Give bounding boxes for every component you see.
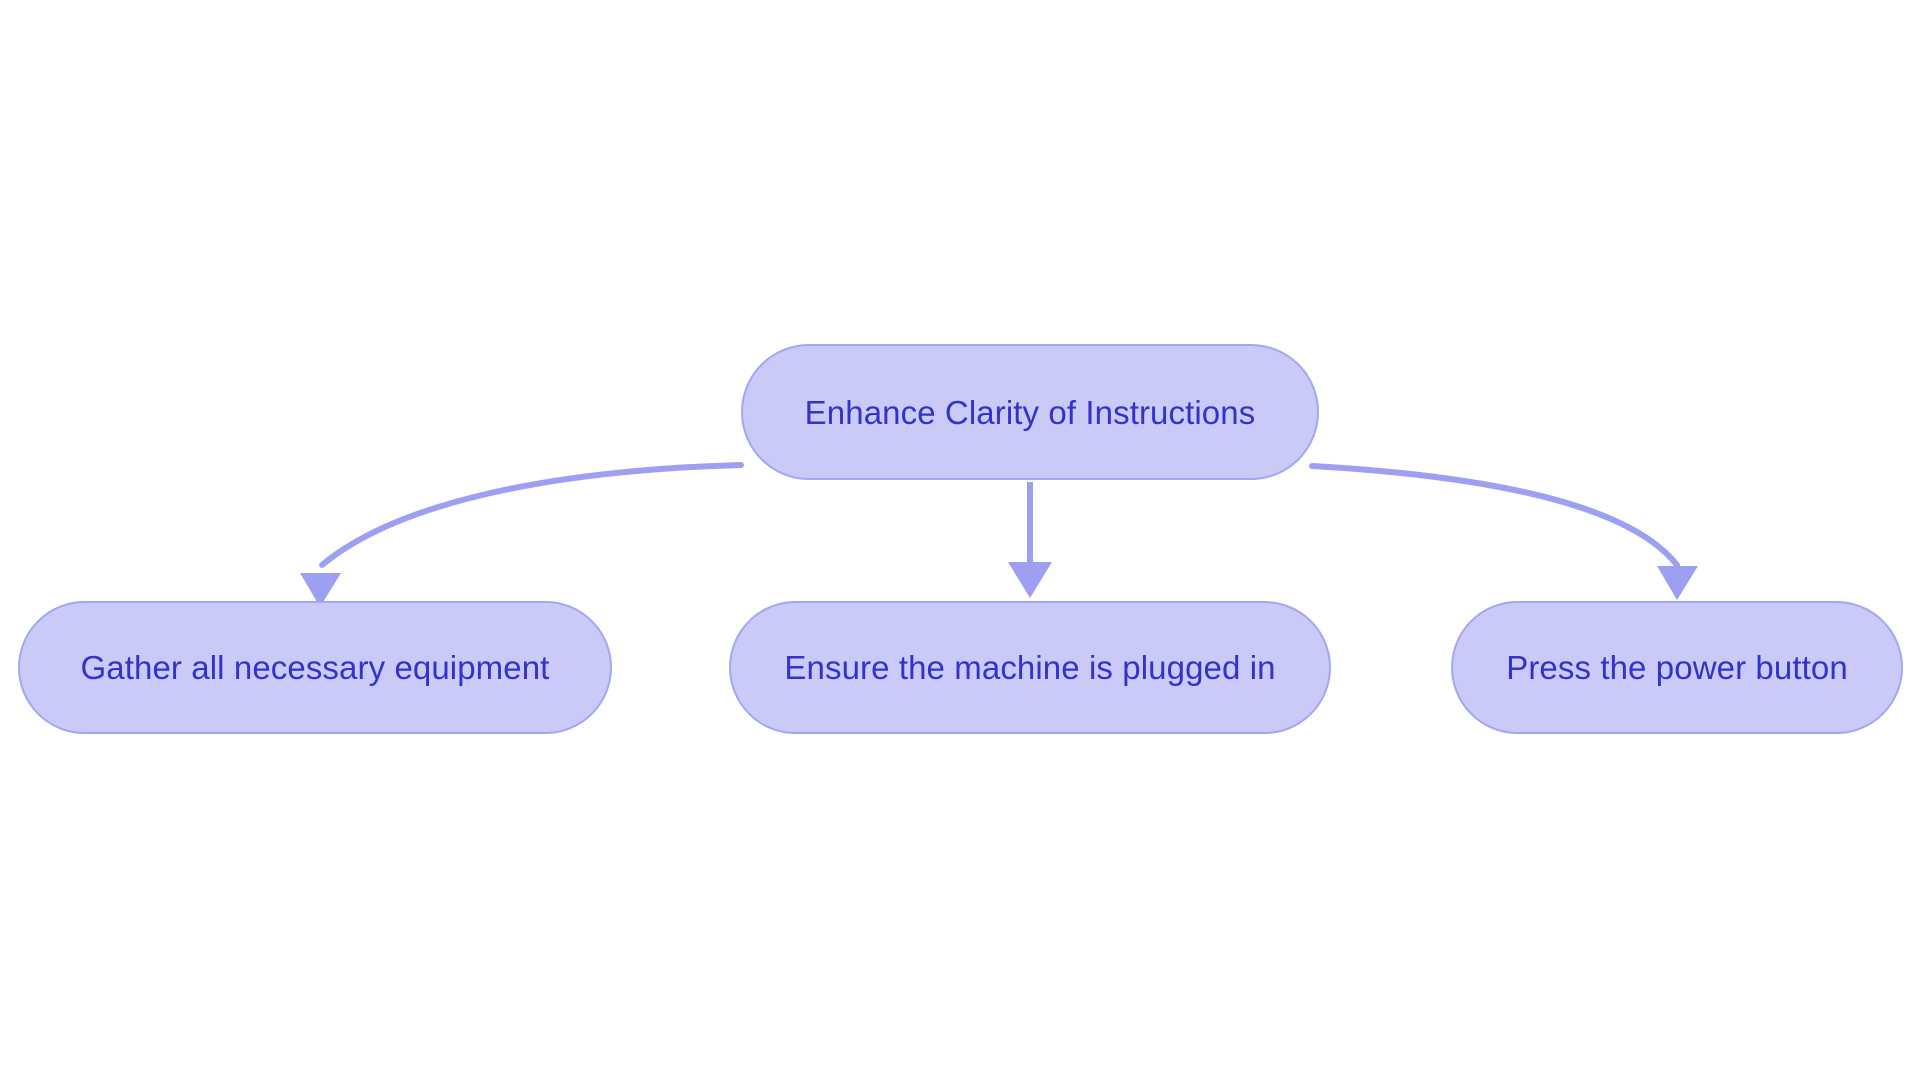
- flowchart-node-plugged-label: Ensure the machine is plugged in: [784, 649, 1276, 686]
- edge-root-gather: [300, 462, 744, 607]
- flowchart-node-root-label: Enhance Clarity of Instructions: [804, 393, 1256, 431]
- edge-root-power: [1309, 463, 1698, 600]
- flowchart-node-root[interactable]: Enhance Clarity of Instructions: [741, 344, 1319, 480]
- flowchart-node-power-label: Press the power button: [1506, 649, 1848, 686]
- flowchart-node-plugged[interactable]: Ensure the machine is plugged in: [729, 601, 1331, 734]
- flowchart-node-power[interactable]: Press the power button: [1451, 601, 1903, 734]
- flowchart-node-gather-label: Gather all necessary equipment: [80, 649, 550, 686]
- edge-root-plugged: [1008, 482, 1052, 598]
- flowchart-node-gather[interactable]: Gather all necessary equipment: [18, 601, 612, 734]
